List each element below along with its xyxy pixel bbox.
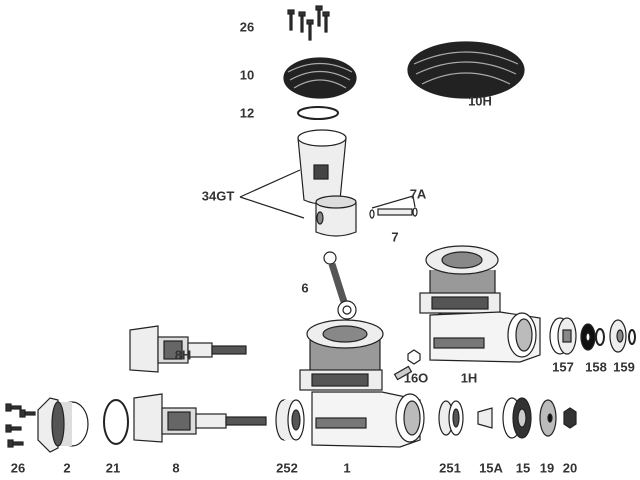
label-7: 7: [391, 229, 399, 245]
cylinder-head-h: [407, 41, 525, 99]
needle-valve: [393, 349, 421, 381]
prop-washer-h: [609, 319, 636, 353]
o-ring: [103, 399, 129, 445]
label-1: 1: [343, 460, 351, 476]
leader-lines-34gt: [239, 169, 305, 219]
drive-hub-h: [549, 317, 577, 355]
crankcase: [299, 319, 425, 448]
front-bearing: [438, 400, 464, 436]
label-8: 8: [172, 460, 180, 476]
head-screws-top: [287, 5, 330, 41]
label-158: 158: [585, 359, 607, 375]
cylinder-liner: [297, 129, 347, 205]
wrist-pin: [369, 195, 418, 219]
label-20: 20: [562, 460, 578, 476]
label-19: 19: [539, 460, 555, 476]
label-26-top: 26: [239, 19, 255, 35]
label-10h: 10H: [468, 93, 492, 109]
label-157: 157: [552, 359, 574, 375]
collet: [477, 407, 493, 429]
connecting-rod: [323, 251, 357, 320]
label-34gt: 34GT: [201, 188, 235, 204]
label-10: 10: [239, 67, 255, 83]
label-252: 252: [276, 460, 298, 476]
piston: [315, 195, 357, 237]
backplate: [37, 397, 89, 453]
label-21: 21: [105, 460, 121, 476]
crankshaft: [133, 393, 267, 443]
label-8h: 8H: [174, 347, 192, 363]
label-6: 6: [301, 280, 309, 296]
label-1h: 1H: [460, 370, 478, 386]
prop-nut: [563, 407, 577, 429]
prop-washer: [539, 399, 557, 437]
head-gasket: [297, 106, 339, 120]
crankcase-h: [419, 245, 541, 363]
label-159: 159: [613, 359, 635, 375]
label-26-bottom: 26: [10, 460, 26, 476]
rear-bearing: [275, 399, 305, 441]
label-2: 2: [63, 460, 71, 476]
washer-h: [580, 323, 605, 351]
drive-hub: [502, 397, 532, 439]
cylinder-head: [283, 57, 357, 99]
crankshaft-h: [129, 325, 247, 373]
label-7a: 7A: [409, 186, 427, 202]
backplate-screws: [5, 403, 36, 448]
label-12: 12: [239, 105, 255, 121]
label-15: 15: [515, 460, 531, 476]
label-251: 251: [439, 460, 461, 476]
label-16o: 16O: [403, 370, 429, 386]
label-15a: 15A: [479, 460, 503, 476]
